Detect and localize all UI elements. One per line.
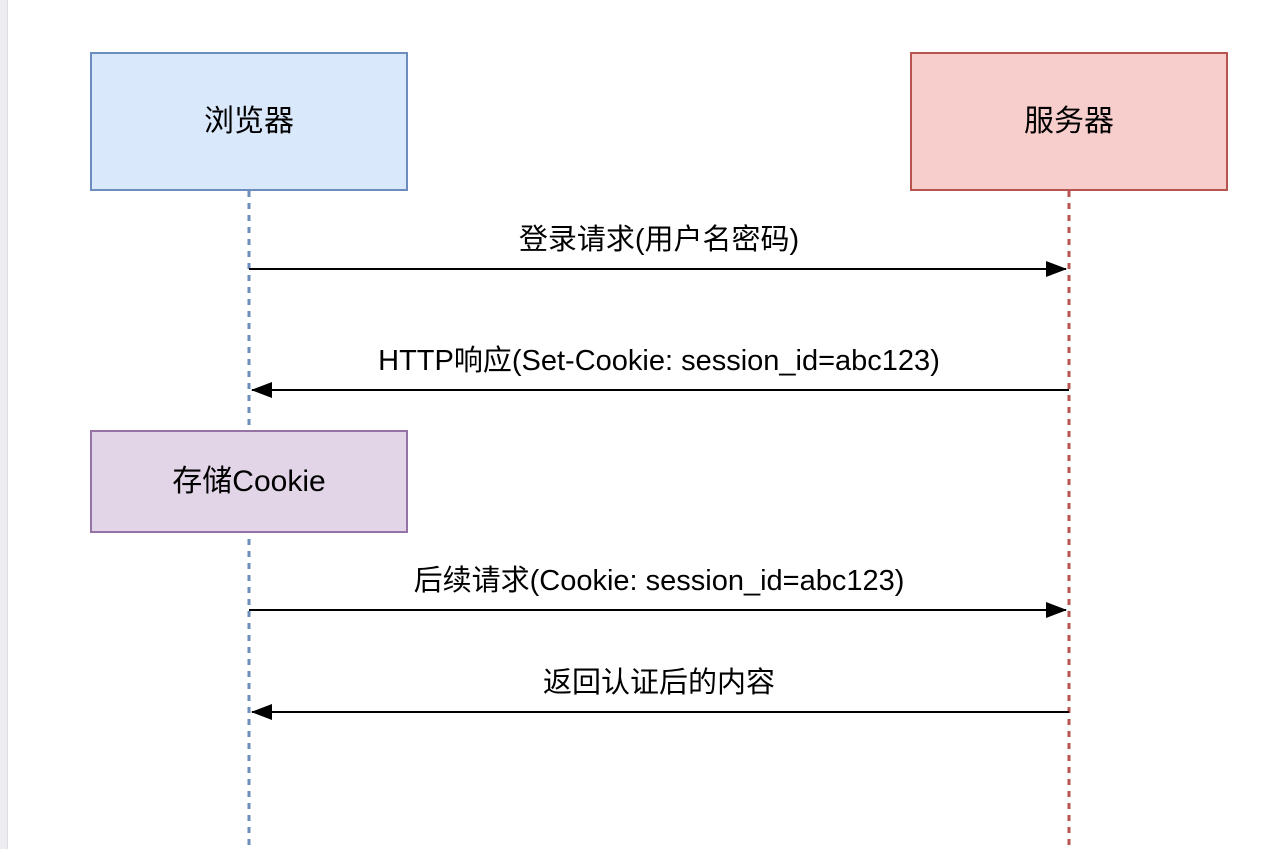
- message-label-http-response: HTTP响应(Set-Cookie: session_id=abc123): [378, 345, 940, 377]
- window-edge-strip: [0, 0, 8, 849]
- store-cookie-note-label: 存储Cookie: [172, 464, 326, 498]
- message-label-subsequent-request: 后续请求(Cookie: session_id=abc123): [413, 565, 905, 597]
- actor-server-label: 服务器: [1024, 104, 1114, 138]
- actor-server-box: 服务器: [910, 52, 1228, 191]
- actor-browser-label: 浏览器: [204, 104, 294, 138]
- actor-browser-box: 浏览器: [90, 52, 408, 191]
- message-label-login-request: 登录请求(用户名密码): [518, 224, 800, 256]
- store-cookie-note-box: 存储Cookie: [90, 430, 408, 533]
- message-label-auth-content: 返回认证后的内容: [542, 667, 775, 699]
